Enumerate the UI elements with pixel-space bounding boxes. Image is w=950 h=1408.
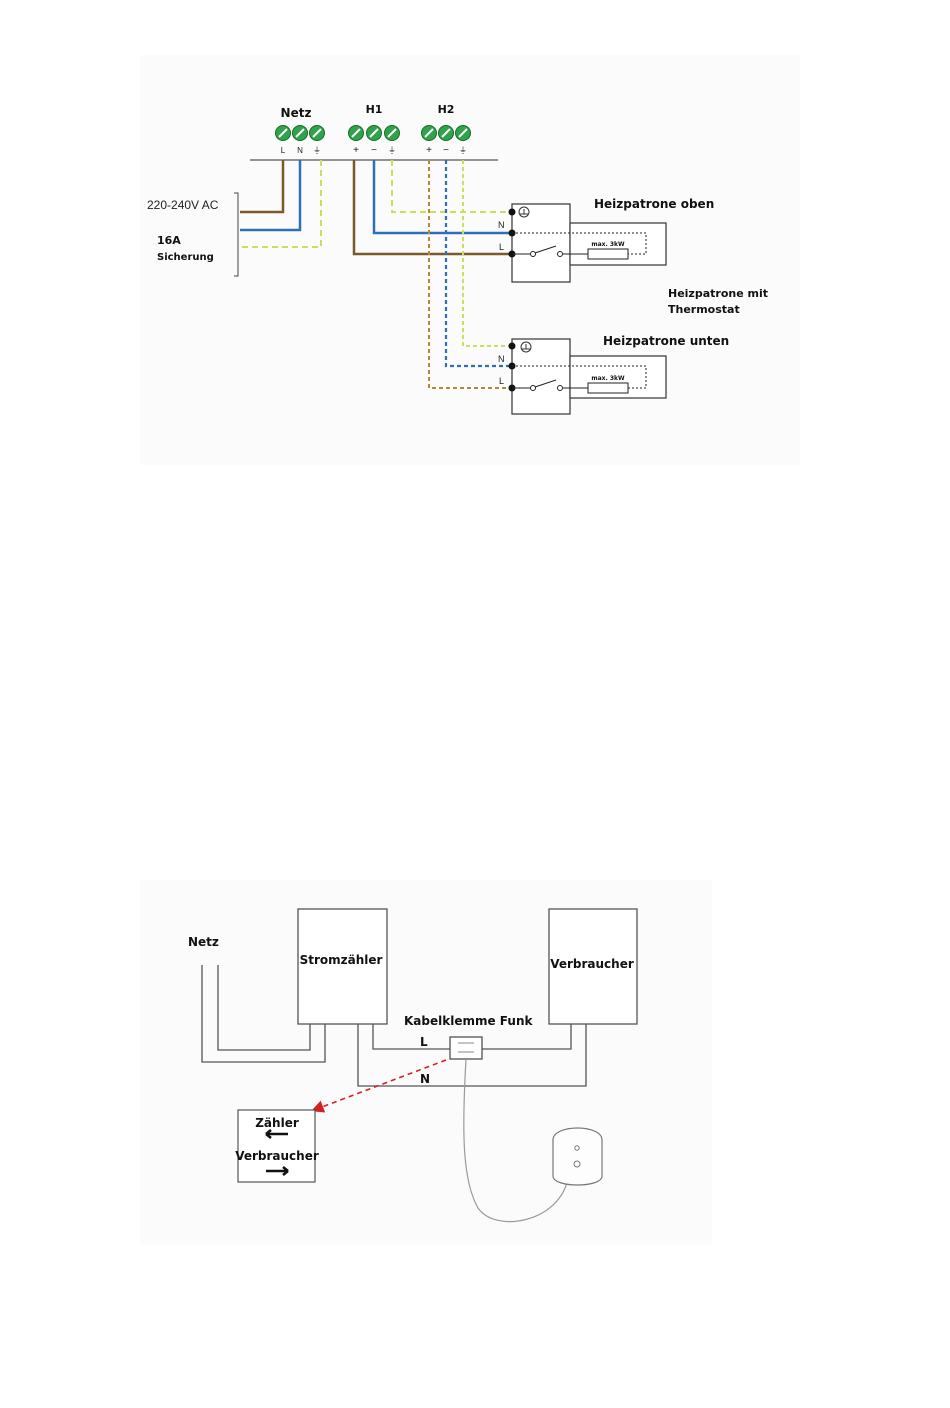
terminal-block-h1	[349, 126, 400, 141]
grid-label: Netz	[188, 935, 219, 949]
earth-symbol-icon: ⏚	[459, 146, 467, 155]
wiring-diagram-clamp: Netz Stromzähler Verbraucher L N Kabelkl…	[0, 860, 950, 1280]
terminal-mark: −	[443, 145, 449, 156]
terminal-mark: L	[281, 146, 286, 155]
terminal-title-h1: H1	[366, 103, 383, 116]
heater-upper-l-label: L	[499, 242, 504, 252]
earth-symbol-icon: ⏚	[388, 146, 396, 155]
heater-lower-terminal-box	[512, 339, 570, 414]
direction-meter-label: Zähler	[255, 1116, 299, 1130]
heater-upper-rating: max. 3kW	[591, 241, 625, 248]
terminal-mark: N	[297, 146, 303, 155]
terminal-mark: +	[353, 145, 359, 156]
phase-label: L	[420, 1035, 428, 1049]
terminal-mark: −	[371, 145, 377, 156]
consumer-label: Verbraucher	[550, 957, 634, 971]
thermostat-switch-icon	[531, 252, 536, 257]
thermostat-switch-icon	[531, 386, 536, 391]
terminal-block-netz	[276, 126, 325, 141]
diagram-panel	[140, 55, 800, 465]
neutral-label: N	[420, 1072, 430, 1086]
wireless-clamp	[450, 1037, 482, 1059]
terminal-mark: +	[426, 145, 432, 156]
terminal-title-netz: Netz	[281, 106, 312, 120]
direction-consumer-label: Verbraucher	[235, 1149, 319, 1163]
terminal-title-h2: H2	[438, 103, 455, 116]
terminal-block-h2	[422, 126, 471, 141]
supply-voltage-label: 220-240V AC	[147, 198, 219, 212]
fuse-rating-label: 16A	[157, 234, 181, 247]
heater-lower-l-label: L	[499, 376, 504, 386]
heater-upper-n-label: N	[498, 220, 505, 230]
fuse-label: Sicherung	[157, 252, 214, 263]
heater-lower-n-label: N	[498, 354, 505, 364]
wiring-diagram-heaters: Netz H1 H2 L N ⏚ + − ⏚ + − ⏚ 220-240V AC…	[0, 0, 950, 480]
thermostat-note-line2: Thermostat	[668, 303, 740, 316]
heater-upper-title: Heizpatrone oben	[594, 197, 714, 211]
heater-lower-rating: max. 3kW	[591, 375, 625, 382]
wireless-transmitter-icon	[553, 1128, 602, 1185]
thermostat-note-line1: Heizpatrone mit	[668, 287, 768, 300]
earth-symbol-icon: ⏚	[313, 146, 321, 155]
clamp-label: Kabelklemme Funk	[404, 1014, 533, 1028]
heating-element-icon	[588, 249, 628, 259]
meter-label: Stromzähler	[300, 953, 383, 967]
heater-lower-title: Heizpatrone unten	[603, 334, 729, 348]
heating-element-icon	[588, 383, 628, 393]
